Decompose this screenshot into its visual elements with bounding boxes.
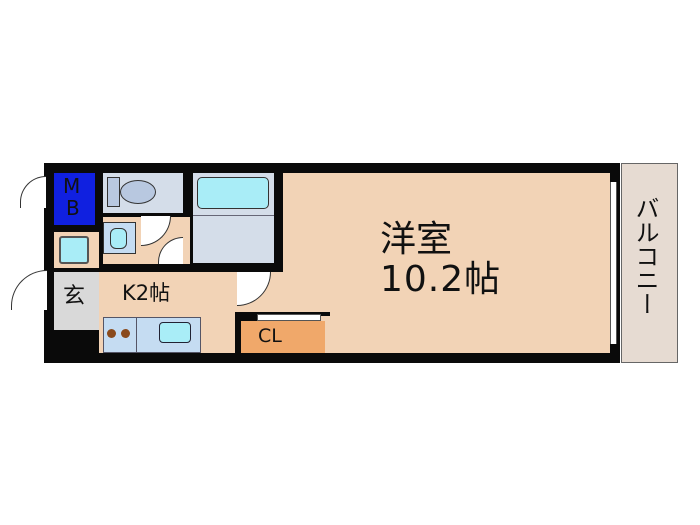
closet: [241, 321, 325, 353]
basin-bowl-icon: [110, 228, 127, 249]
bathtub-icon: [197, 177, 269, 209]
meter-box-door[interactable]: [20, 176, 46, 208]
meter-box-label-b: B: [66, 196, 80, 220]
toilet-bowl-icon: [120, 180, 156, 204]
counter-divider: [136, 317, 137, 353]
stove-burner-icon: [107, 329, 116, 338]
meter-box-label-m: M: [63, 174, 81, 198]
entrance-door[interactable]: [11, 270, 47, 310]
closet-label: CL: [258, 325, 282, 347]
meter-box: [54, 173, 95, 225]
sink-icon: [159, 322, 191, 343]
western-room-size: 10.2帖: [380, 259, 502, 300]
bath-divider: [193, 215, 274, 216]
entrance-label: 玄: [63, 284, 86, 309]
stove-burner-icon: [121, 329, 130, 338]
balcony-window: [610, 182, 617, 344]
toilet-tank-icon: [107, 177, 120, 207]
western-room-name: 洋室: [380, 219, 453, 260]
washer-icon: [59, 236, 89, 264]
closet-doors[interactable]: [257, 314, 321, 321]
kitchen-label: K2帖: [122, 281, 171, 305]
balcony-label: バルコニー: [631, 196, 659, 316]
western-room: [283, 173, 610, 353]
balcony: [621, 163, 678, 363]
entrance: [54, 272, 99, 330]
